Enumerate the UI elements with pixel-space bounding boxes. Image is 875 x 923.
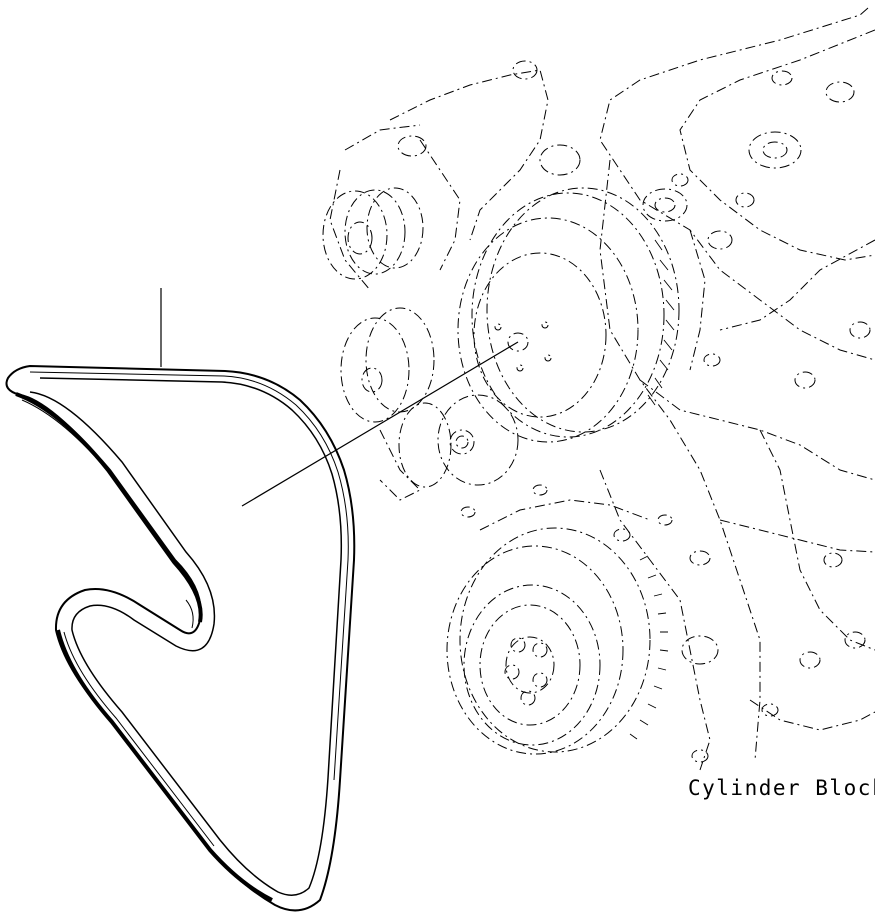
alternator-pulley — [322, 187, 424, 280]
leader-lines — [160, 288, 519, 507]
alternator-bracket — [329, 60, 581, 291]
cylinder-block — [460, 7, 875, 771]
idler-pulley — [398, 394, 519, 488]
crankshaft-pulley-damper — [446, 527, 669, 755]
fan-belt — [5, 364, 356, 912]
belt-tensioner — [340, 307, 435, 501]
cylinder-block-label: Cylinder Block — [688, 776, 875, 800]
water-pump-pulley — [457, 187, 680, 443]
